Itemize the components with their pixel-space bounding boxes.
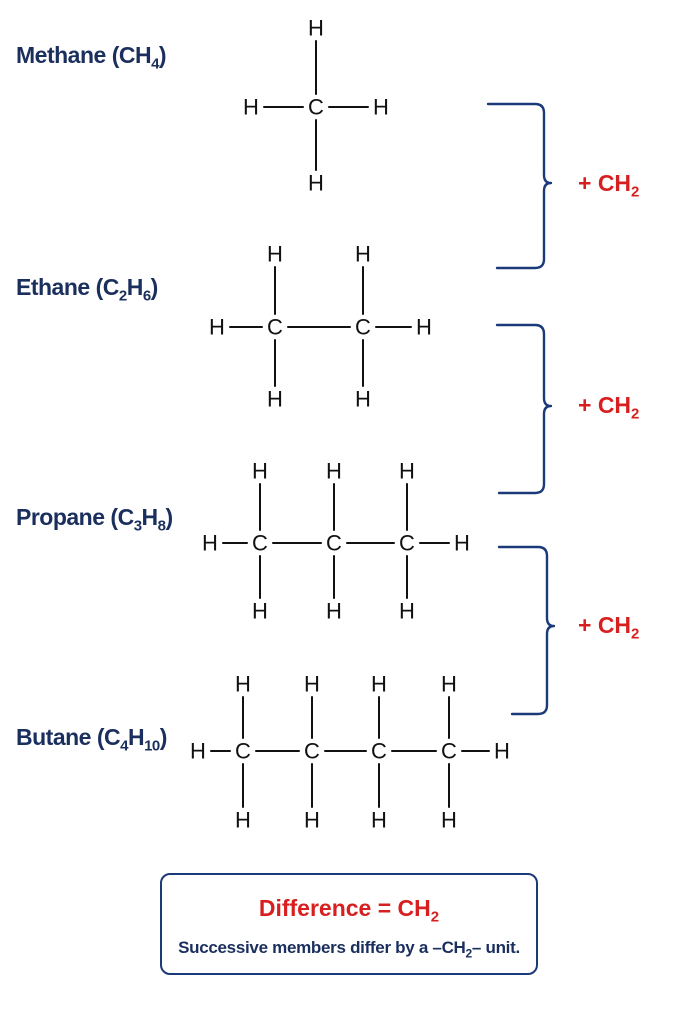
- propane-carbon-atom: C: [252, 531, 268, 556]
- ethane-name: Ethane: [16, 274, 90, 300]
- ethane-hydrogen-atom: H: [355, 387, 371, 412]
- propane-hydrogen-atom: H: [399, 459, 415, 484]
- methane-formula: (CH4): [111, 42, 167, 73]
- propane-hydrogen-atom: H: [399, 599, 415, 624]
- butane-label: Butane (C4H10): [16, 724, 167, 755]
- ethane-carbon-atom: C: [267, 315, 283, 340]
- butane-carbon-atom: C: [441, 739, 457, 764]
- summary-box: Difference = CH2 Successive members diff…: [160, 873, 538, 975]
- increment-label-1: + CH2: [578, 170, 640, 201]
- butane-hydrogen-atom: H: [494, 739, 510, 764]
- butane-carbon-atom: C: [235, 739, 251, 764]
- brace-methane-ethane: [486, 102, 553, 270]
- increment-label-2: + CH2: [578, 392, 640, 423]
- methane-carbon-atom: C: [308, 95, 324, 120]
- molecule-structures: C H H H H C H H C H H H H C H H C H H C H H H H C H H C H H C H H C H H H H: [190, 16, 510, 833]
- butane-formula: (C4H10): [96, 724, 168, 755]
- methane-hydrogen-atom: H: [373, 95, 389, 120]
- butane-hydrogen-atom: H: [371, 808, 387, 833]
- brace-ethane-propane: [495, 323, 553, 495]
- butane-hydrogen-atom: H: [441, 672, 457, 697]
- propane-hydrogen-atom: H: [326, 459, 342, 484]
- methane-hydrogen-atom: H: [308, 16, 324, 41]
- butane-hydrogen-atom: H: [441, 808, 457, 833]
- increment-label-3: + CH2: [578, 612, 640, 643]
- ethane-hydrogen-atom: H: [209, 315, 225, 340]
- butane-hydrogen-atom: H: [235, 808, 251, 833]
- propane-hydrogen-atom: H: [252, 459, 268, 484]
- propane-formula: (C3H8): [110, 504, 173, 535]
- butane-hydrogen-atom: H: [190, 739, 206, 764]
- methane-hydrogen-atom: H: [243, 95, 259, 120]
- ethane-carbon-atom: C: [355, 315, 371, 340]
- summary-title: Difference = CH2: [258, 895, 440, 926]
- propane-name: Propane: [16, 504, 105, 530]
- butane-hydrogen-atom: H: [371, 672, 387, 697]
- propane-carbon-atom: C: [399, 531, 415, 556]
- propane-hydrogen-atom: H: [454, 531, 470, 556]
- butane-name: Butane: [16, 724, 91, 750]
- butane-hydrogen-atom: H: [235, 672, 251, 697]
- butane-hydrogen-atom: H: [304, 672, 320, 697]
- ethane-formula: (C2H6): [95, 274, 159, 305]
- ethane-hydrogen-atom: H: [267, 387, 283, 412]
- ethane-hydrogen-atom: H: [267, 242, 283, 267]
- ethane-label: Ethane (C2H6): [16, 274, 158, 305]
- summary-text: Successive members differ by a –CH2– uni…: [178, 937, 520, 960]
- methane-name: Methane: [16, 42, 106, 68]
- methane-hydrogen-atom: H: [308, 171, 324, 196]
- methane-label: Methane (CH4): [16, 42, 167, 73]
- brace-propane-butane: [497, 545, 556, 716]
- propane-carbon-atom: C: [326, 531, 342, 556]
- butane-hydrogen-atom: H: [304, 808, 320, 833]
- propane-label: Propane (C3H8): [16, 504, 173, 535]
- butane-carbon-atom: C: [304, 739, 320, 764]
- butane-carbon-atom: C: [371, 739, 387, 764]
- propane-hydrogen-atom: H: [202, 531, 218, 556]
- propane-hydrogen-atom: H: [252, 599, 268, 624]
- ethane-hydrogen-atom: H: [355, 242, 371, 267]
- ethane-hydrogen-atom: H: [416, 315, 432, 340]
- propane-hydrogen-atom: H: [326, 599, 342, 624]
